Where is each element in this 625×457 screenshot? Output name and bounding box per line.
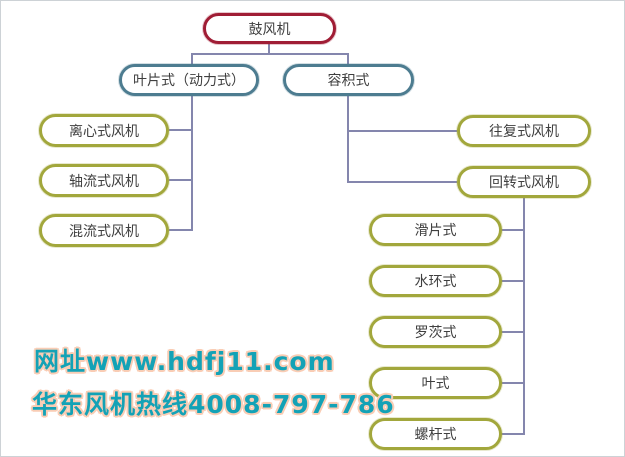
node-mixed-flow-fan: 混流式风机 [39,214,169,247]
node-blower: 鼓风机 [203,13,336,44]
node-axial-fan: 轴流式风机 [39,164,169,197]
node-water-ring-type: 水环式 [369,265,502,297]
connector-root-stub [268,43,270,55]
connector-volumetric-trunk [347,96,349,183]
connector-vane-trunk [191,96,193,231]
node-vane-type: 叶式 [369,367,502,399]
connector-sliding-vane [501,229,525,231]
connector-rotary-trunk [523,198,525,435]
connector-reciprocating [347,130,457,132]
connector-level1-horizontal [191,53,349,55]
connector-screw [501,433,525,435]
node-rotary-fan: 回转式风机 [457,166,591,198]
connector-centrifugal [169,129,193,131]
connector-branch-vane-stub [191,53,193,64]
node-sliding-vane-type: 滑片式 [369,214,502,246]
node-vane-dynamic-type: 叶片式（动力式） [119,64,259,96]
connector-rotary [347,181,457,183]
node-volumetric-type: 容积式 [283,64,414,96]
node-screw-type: 螺杆式 [369,418,502,450]
connector-axial [169,179,193,181]
connector-roots [501,331,525,333]
node-centrifugal-fan: 离心式风机 [39,114,169,147]
connector-branch-volumetric-stub [347,53,349,64]
connector-vane-type [501,382,525,384]
node-roots-type: 罗茨式 [369,316,502,348]
watermark-hotline: 华东风机热线4008-797-786 [32,390,395,419]
node-reciprocating-fan: 往复式风机 [457,115,591,147]
watermark-website: 网址www.hdfj11.com [34,347,335,376]
connector-water-ring [501,280,525,282]
connector-mixed-flow [169,229,193,231]
